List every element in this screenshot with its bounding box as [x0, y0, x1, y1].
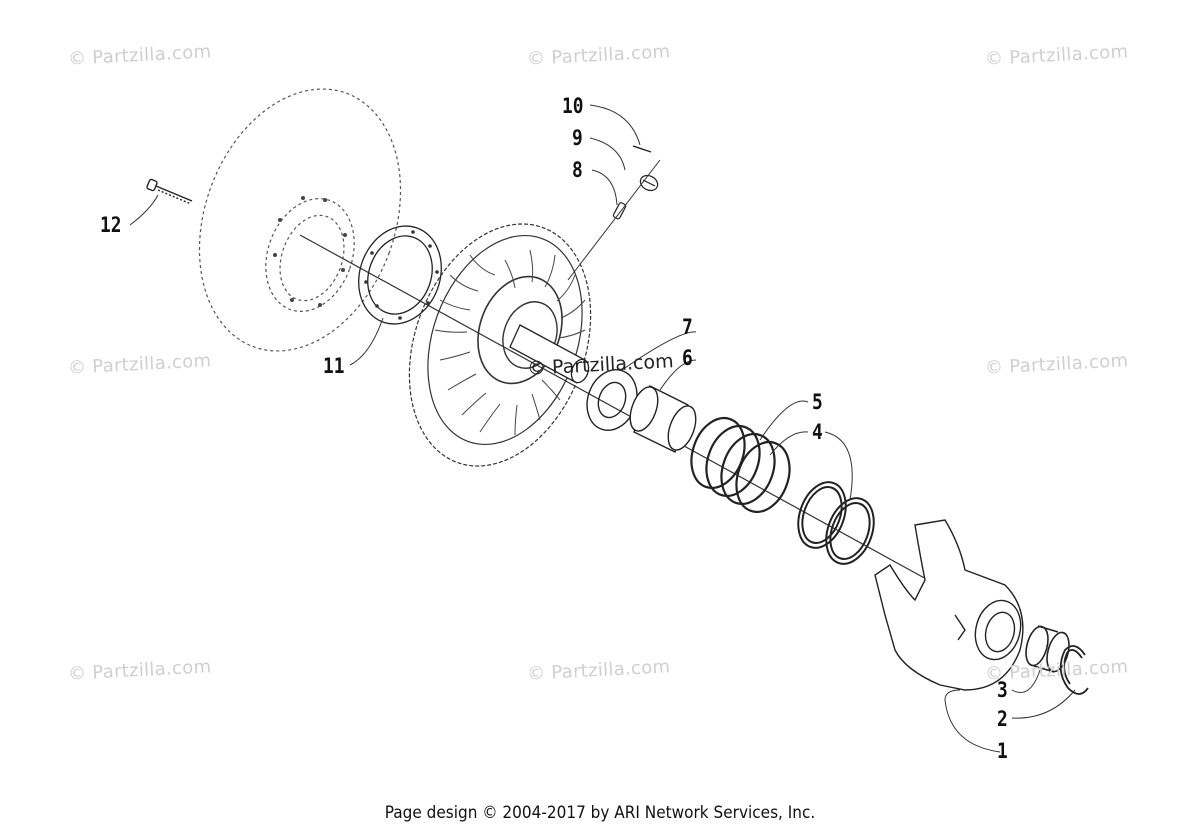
- callout-9[interactable]: 9: [572, 126, 583, 150]
- callout-7[interactable]: 7: [682, 315, 693, 339]
- callout-3[interactable]: 3: [997, 678, 1008, 702]
- clip-pin-part: [632, 145, 652, 153]
- outer-sheave-disk: [198, 88, 402, 352]
- gasket-part: [358, 225, 442, 325]
- helix-cam-part: [874, 519, 1024, 691]
- callout-2[interactable]: 2: [997, 707, 1008, 731]
- snap-ring-part: [1059, 645, 1089, 695]
- gasket-holes: [364, 230, 439, 320]
- callout-1[interactable]: 1: [997, 739, 1008, 763]
- shim-rings-part: [797, 481, 875, 565]
- leader-lines: [129, 104, 1076, 753]
- bushing-part: [629, 385, 697, 453]
- callout-4[interactable]: 4: [812, 420, 823, 444]
- pin-cap-part: [639, 174, 659, 192]
- bearing-part: [1025, 625, 1070, 673]
- callout-10[interactable]: 10: [562, 94, 584, 118]
- roll-pin-part: [612, 202, 627, 220]
- callout-12[interactable]: 12: [100, 213, 122, 237]
- callout-6[interactable]: 6: [682, 346, 693, 370]
- footer-copyright: Page design © 2004-2017 by ARI Network S…: [384, 803, 816, 823]
- outer-sheave-holes: [273, 196, 347, 307]
- callout-5[interactable]: 5: [812, 390, 823, 414]
- callout-8[interactable]: 8: [572, 158, 583, 182]
- cap-screw-part: [146, 178, 193, 205]
- shaft-part: [509, 324, 590, 384]
- sheave-fins: [434, 249, 586, 436]
- spring-part: [690, 417, 791, 513]
- pin-axis-line: [567, 159, 661, 281]
- callout-11[interactable]: 11: [323, 354, 345, 378]
